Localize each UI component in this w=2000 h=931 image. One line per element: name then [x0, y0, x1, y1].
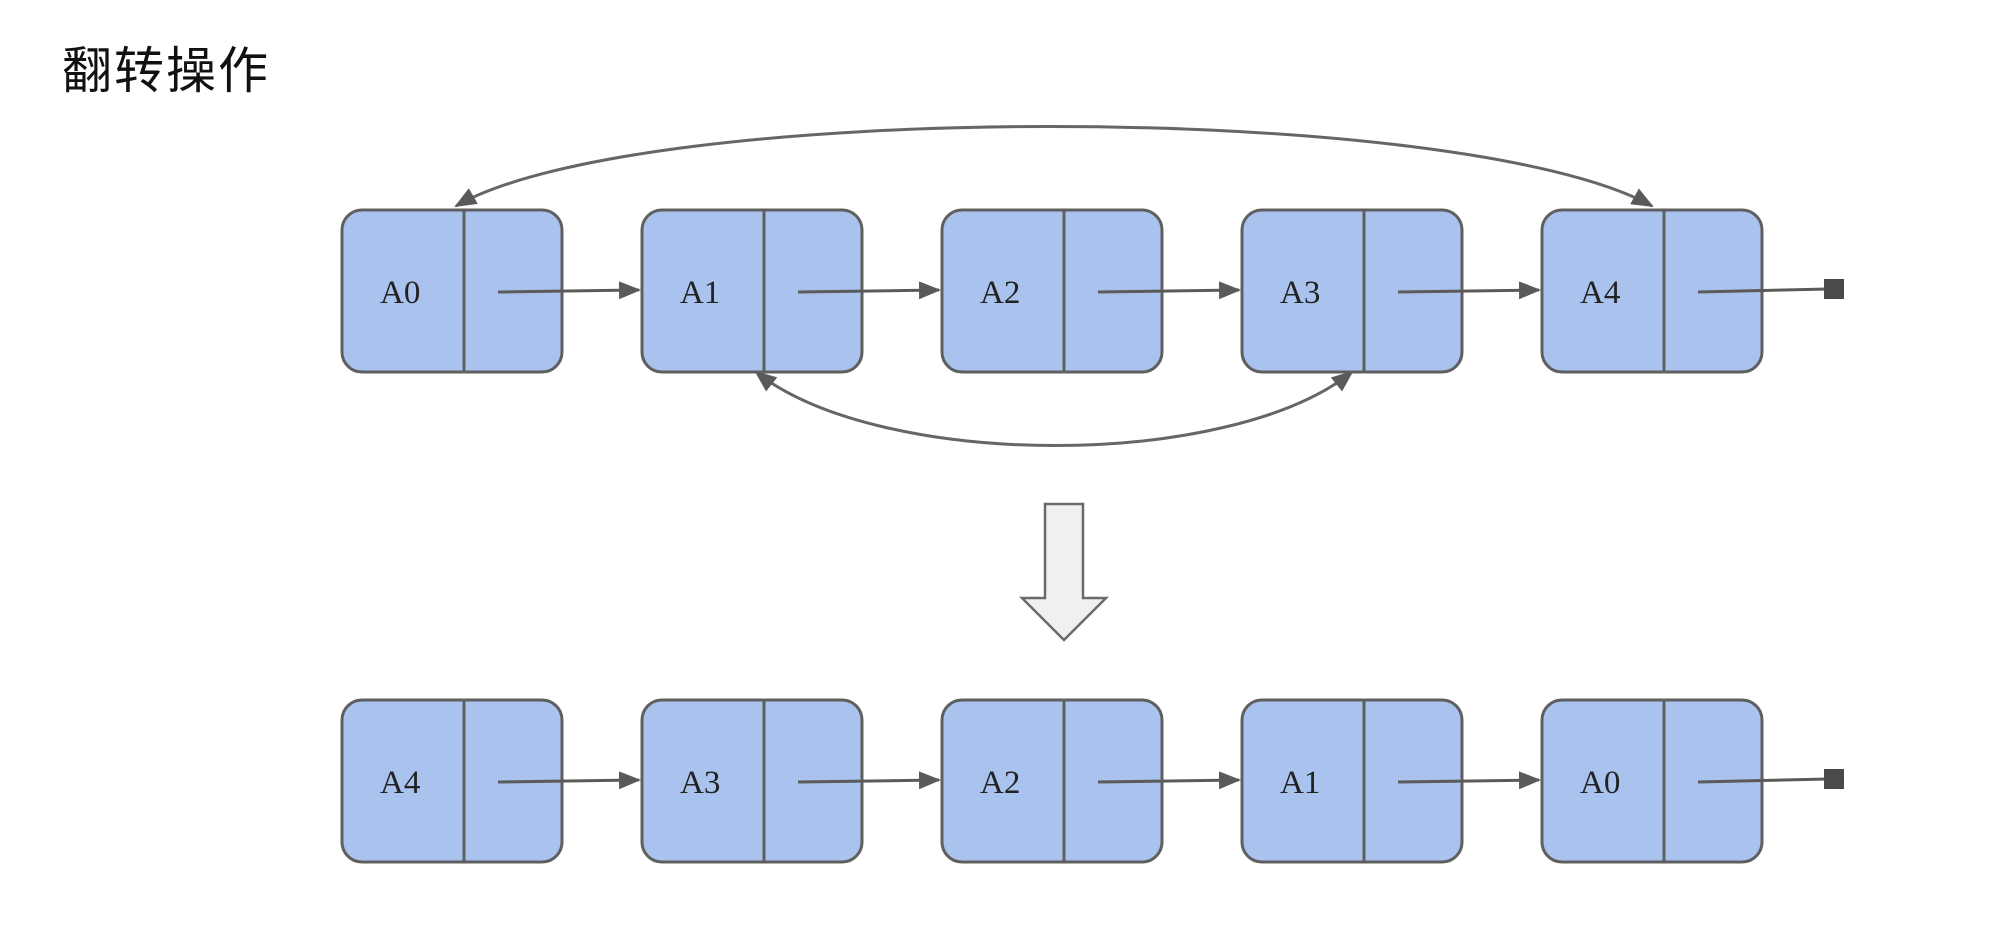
next-pointer-arrow — [797, 771, 941, 790]
node-label: A3 — [680, 765, 720, 801]
null-pointer-line — [1697, 287, 1829, 294]
next-pointer-arrow — [1097, 771, 1241, 790]
list-node: A2 — [940, 208, 1164, 374]
node-label: A1 — [1280, 765, 1320, 801]
node-label: A2 — [980, 765, 1020, 801]
next-pointer-arrow — [1397, 281, 1541, 300]
next-pointer-arrow — [497, 771, 641, 790]
node-label: A4 — [1580, 275, 1620, 311]
next-pointer-arrow — [1097, 281, 1241, 300]
node-label: A3 — [1280, 275, 1320, 311]
list-node: A3 — [640, 698, 864, 864]
node-label: A0 — [1580, 765, 1620, 801]
null-terminator-icon — [1824, 279, 1844, 299]
list-node: A2 — [940, 698, 1164, 864]
list-node: A0 — [1540, 698, 1764, 864]
list-node: A1 — [640, 208, 864, 374]
page-title: 翻转操作 — [62, 42, 270, 100]
null-terminator-icon — [1824, 769, 1844, 789]
node-label: A1 — [680, 275, 720, 311]
swap-arc-a0-a4 — [454, 125, 1654, 208]
list-node: A1 — [1240, 698, 1464, 864]
swap-arc-a1-a3 — [754, 370, 1354, 447]
node-label: A2 — [980, 275, 1020, 311]
next-pointer-arrow — [497, 281, 641, 300]
node-label: A4 — [380, 765, 420, 801]
linked-list-after: A4 A3 A2 A1 A0 — [340, 698, 1844, 864]
transform-down-arrow — [1018, 502, 1110, 642]
null-pointer-line — [1697, 777, 1829, 784]
next-pointer-arrow — [1397, 771, 1541, 790]
node-label: A0 — [380, 275, 420, 311]
next-pointer-arrow — [797, 281, 941, 300]
linked-list-before: A0 A1 A2 A3 A4 — [340, 208, 1844, 374]
